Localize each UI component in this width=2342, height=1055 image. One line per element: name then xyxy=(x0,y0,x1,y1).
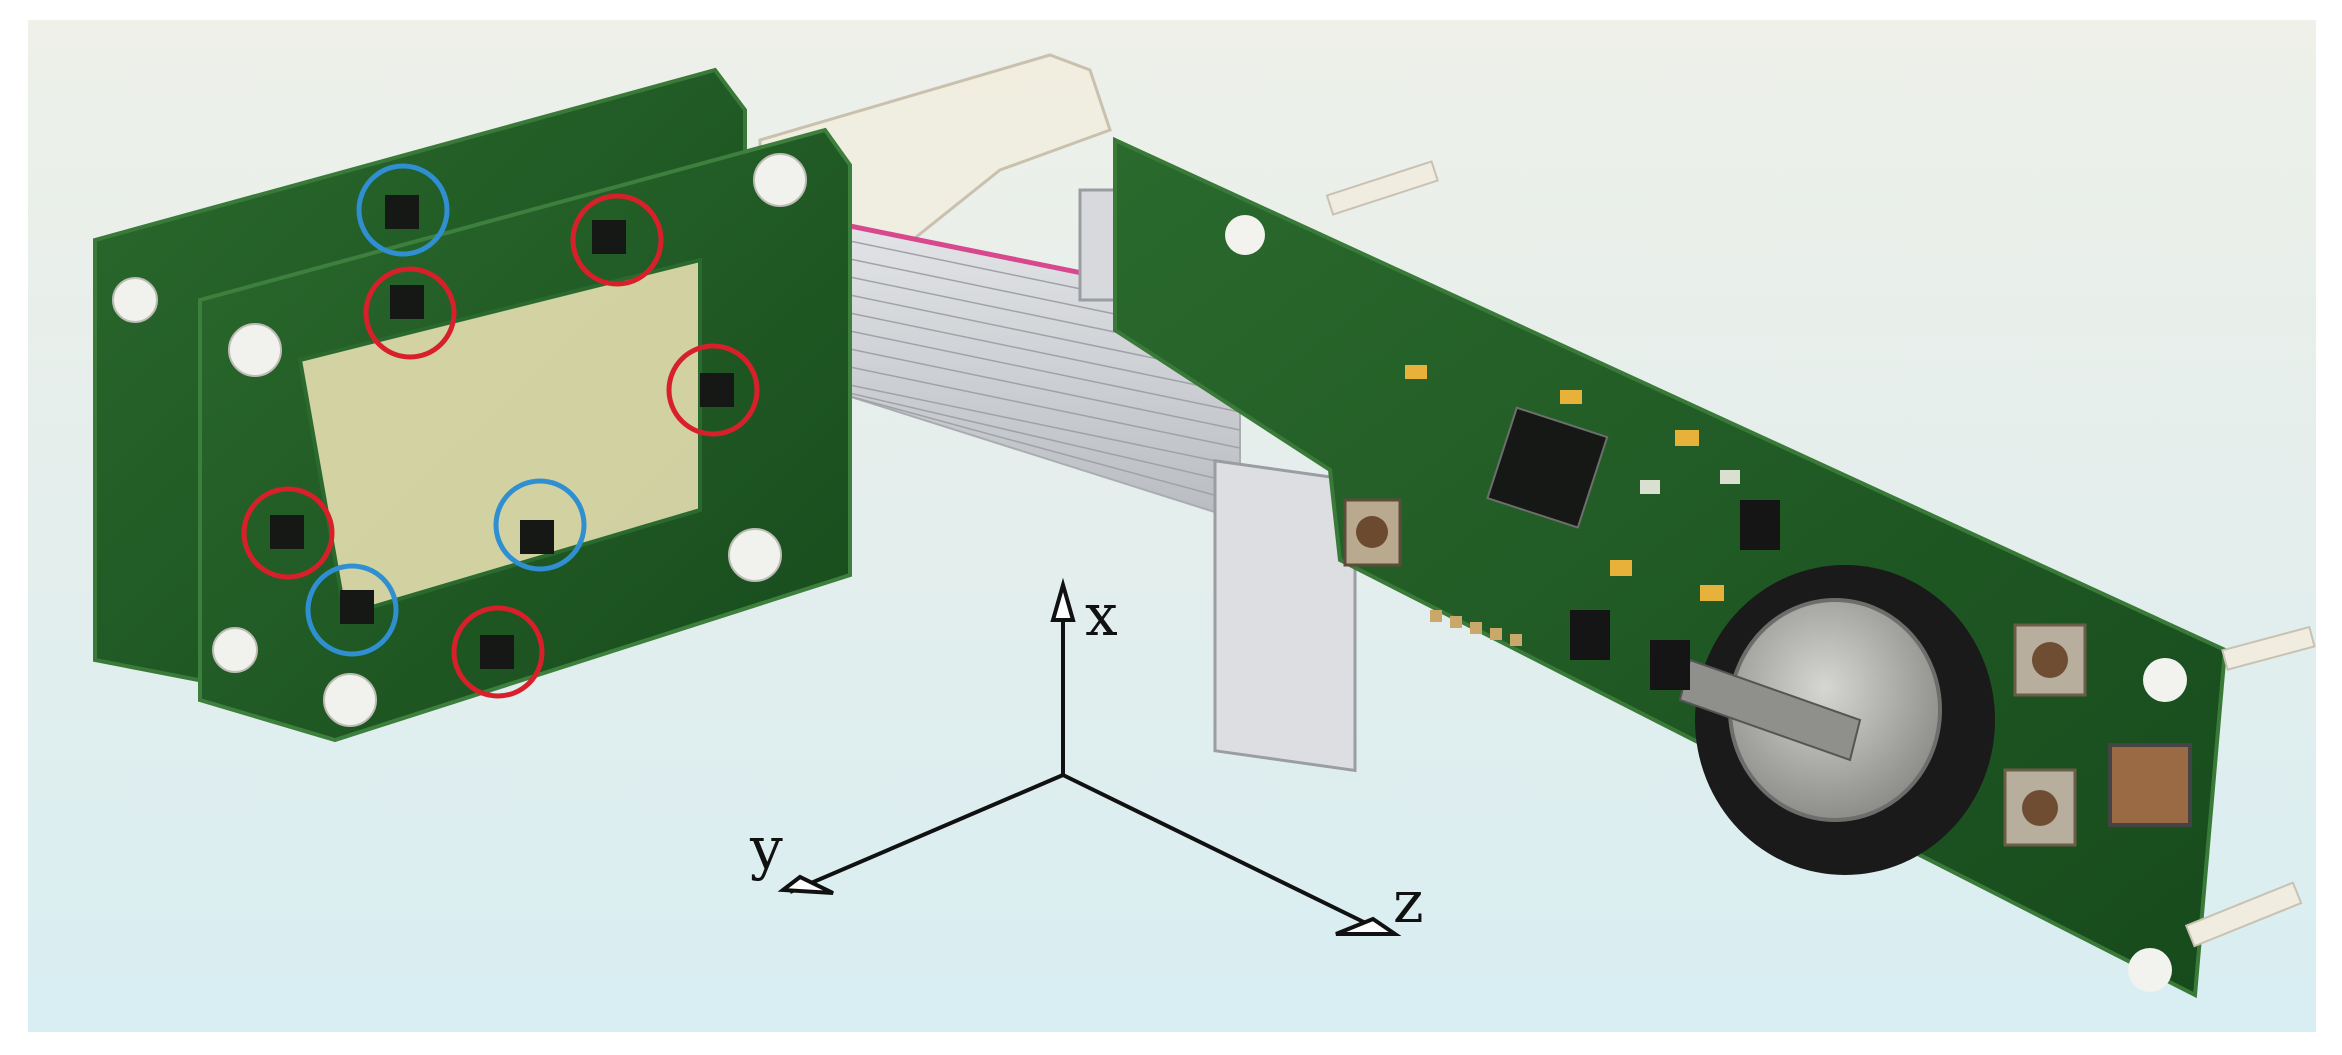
x-axis-label: x xyxy=(1085,581,1118,649)
nylon-standoffs xyxy=(1325,160,2316,948)
usb-connector xyxy=(2108,743,2192,827)
y-axis-line xyxy=(789,773,1064,894)
x-axis-arrowhead xyxy=(1050,577,1076,622)
y-axis-label: y xyxy=(749,814,783,882)
coordinate-axes xyxy=(777,577,1402,936)
sensor-board-front xyxy=(112,127,852,743)
mounting-screw xyxy=(1225,215,1265,255)
blue-sensor-markers xyxy=(305,163,587,657)
mounting-screw xyxy=(2143,658,2187,702)
ribbon-connector-main xyxy=(1213,459,1357,773)
y-axis-arrowhead xyxy=(777,874,834,895)
main-pcb xyxy=(1113,136,2228,999)
header-pins xyxy=(1430,610,1522,646)
mounting-screw xyxy=(112,153,807,727)
mounting-screw xyxy=(2128,948,2172,992)
smd-components xyxy=(1405,365,1780,690)
coin-battery xyxy=(1678,565,1995,875)
sensor-chips xyxy=(270,195,734,669)
z-axis-arrowhead xyxy=(1335,916,1402,936)
red-sensor-markers xyxy=(241,193,760,699)
microcontroller-chip xyxy=(1486,406,1609,529)
z-axis-label: z xyxy=(1393,868,1424,936)
z-axis-line xyxy=(1062,773,1381,932)
